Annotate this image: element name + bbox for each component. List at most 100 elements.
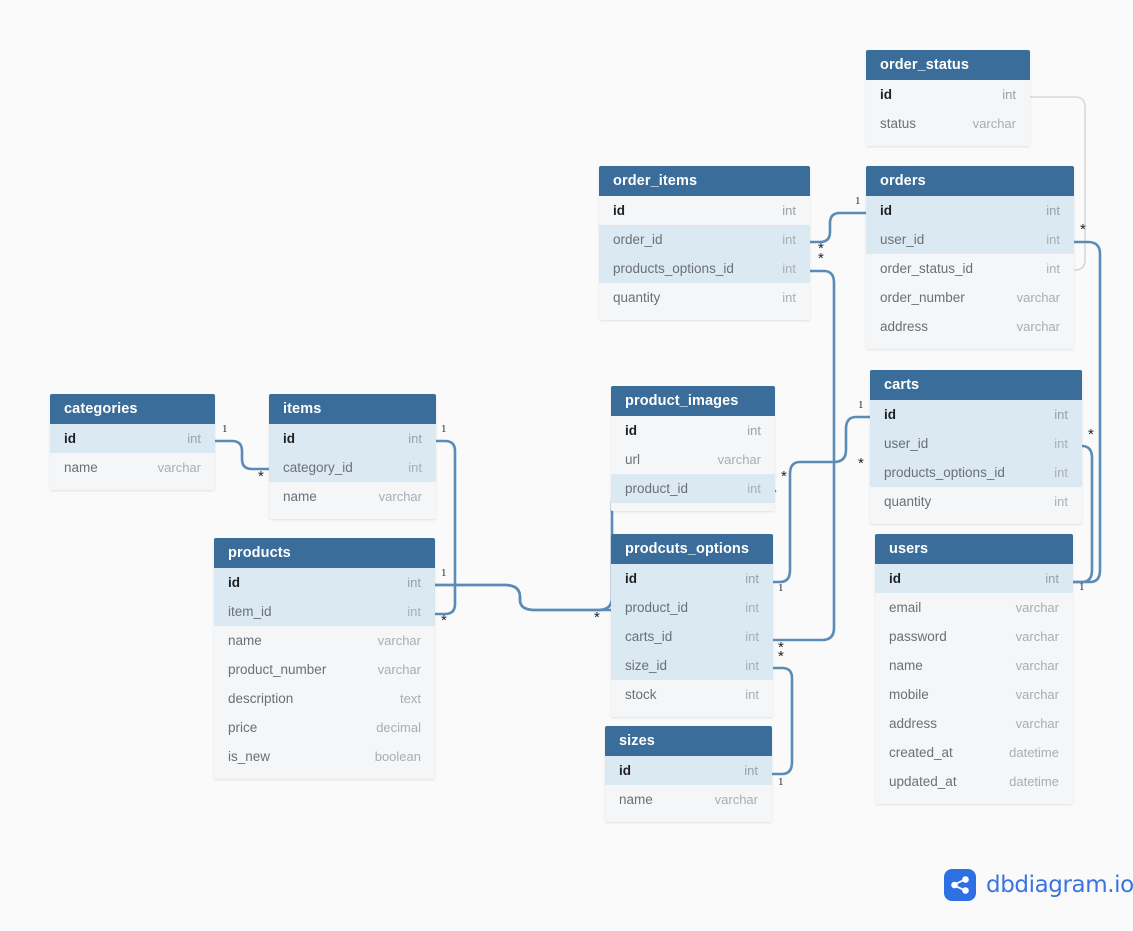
- field-name: user_id: [880, 232, 925, 247]
- table-title-carts[interactable]: carts: [870, 370, 1082, 400]
- dbdiagram-logo[interactable]: dbdiagram.io: [944, 869, 1133, 901]
- field-name: product_id: [625, 600, 689, 615]
- field-name: id: [625, 571, 637, 586]
- relationship-edge-carts-options[interactable]: [771, 415, 872, 584]
- field-type: int: [745, 571, 759, 586]
- field-type: varchar: [717, 452, 761, 467]
- table-title-items[interactable]: items: [269, 394, 436, 424]
- field-row-prodcuts_options-id[interactable]: id int: [611, 564, 773, 593]
- relationship-edge-sizes-options[interactable]: [770, 666, 794, 776]
- field-type: int: [1054, 494, 1068, 509]
- field-type: varchar: [377, 662, 421, 677]
- field-name: email: [889, 600, 922, 615]
- field-type: decimal: [376, 720, 421, 735]
- table-title-order_items[interactable]: order_items: [599, 166, 810, 196]
- field-type: int: [745, 600, 759, 615]
- table-title-orders[interactable]: orders: [866, 166, 1074, 196]
- table-title-prodcuts_options[interactable]: prodcuts_options: [611, 534, 773, 564]
- field-name: product_id: [625, 481, 689, 496]
- relationship-edge-orders-orderitems[interactable]: [808, 211, 868, 244]
- cardinality-label-many: *: [594, 609, 600, 626]
- field-name: name: [889, 658, 923, 673]
- cardinality-label-many: *: [441, 612, 447, 629]
- table-title-categories[interactable]: categories: [50, 394, 215, 424]
- cardinality-label-one: 1: [1079, 581, 1085, 593]
- field-row-product_images-product_id[interactable]: product_id int: [611, 474, 775, 503]
- field-name: carts_id: [625, 629, 673, 644]
- relationship-edge-products-options[interactable]: [433, 583, 613, 612]
- relationship-edge-categories-items[interactable]: [213, 439, 271, 471]
- table-title-products[interactable]: products: [214, 538, 435, 568]
- field-type: varchar: [378, 489, 422, 504]
- table-title-order_status[interactable]: order_status: [866, 50, 1030, 80]
- field-type: int: [747, 481, 761, 496]
- field-name: id: [64, 431, 76, 446]
- table-card-footer: [611, 503, 775, 511]
- field-type: int: [1045, 571, 1059, 586]
- field-row-prodcuts_options-product_id[interactable]: product_id int: [611, 593, 773, 622]
- field-type: int: [744, 763, 758, 778]
- table-title-users[interactable]: users: [875, 534, 1073, 564]
- table-title-product_images[interactable]: product_images: [611, 386, 775, 416]
- field-type: varchar: [1016, 290, 1060, 305]
- field-type: int: [408, 431, 422, 446]
- table-card-footer: [599, 312, 810, 320]
- table-title-sizes[interactable]: sizes: [605, 726, 772, 756]
- relationship-edge-items-products[interactable]: [433, 439, 457, 616]
